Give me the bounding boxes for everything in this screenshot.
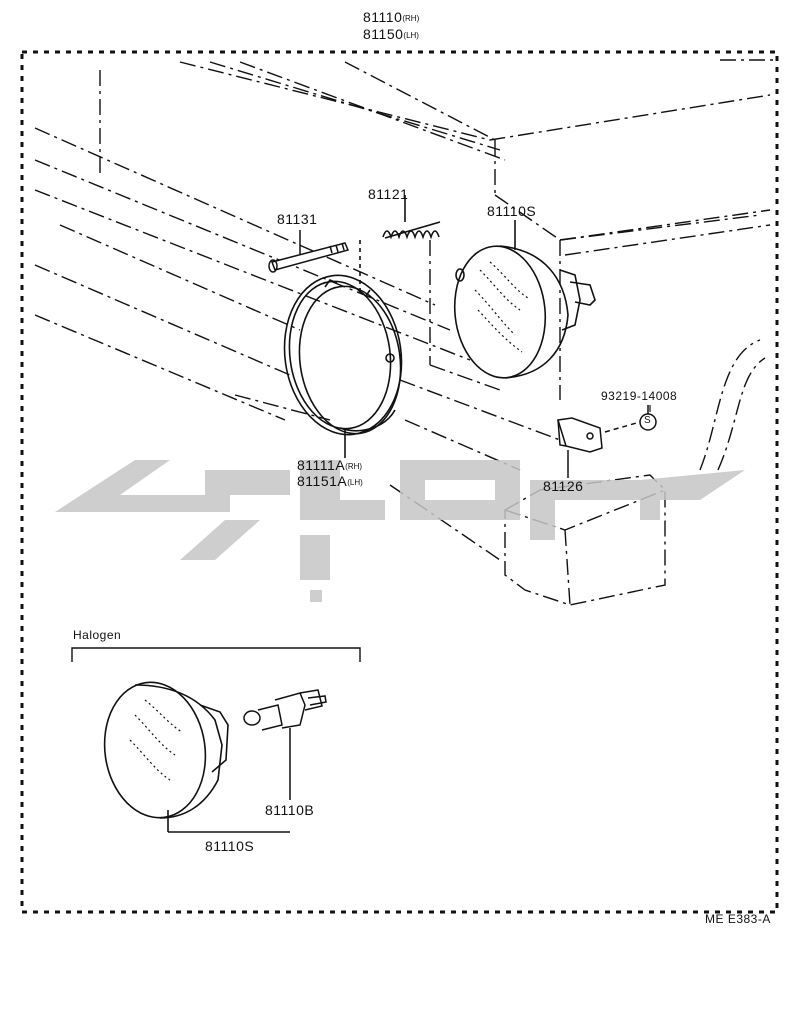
adjusting-screw [268,230,350,273]
halogen-bulb [243,689,327,800]
watermark [55,460,745,602]
label-sealed-beam: 81110S [487,203,537,219]
label-ring-lh-number: 81151A [297,473,348,489]
sealed-beam-headlamp [453,220,596,379]
label-bulb: 81110B [265,802,315,818]
label-spring: 81121 [368,186,409,202]
label-bracket: 81126 [543,478,584,494]
label-ring-rh-number: 81111A [297,457,346,473]
headlamp-ring [283,274,403,458]
adjusting-spring [359,195,441,290]
label-ring-rh-suffix: (RH) [345,462,363,471]
bumper-corner [504,214,766,606]
label-halogen-unit: 81110S [205,838,255,854]
body-panel-lines [34,59,775,561]
label-assembly-rh: 81110(RH) [363,10,419,24]
label-figure-code: ME E383-A [705,912,771,926]
label-nut-part: 93219-14008 [601,389,678,403]
label-ring-lh-suffix: (LH) [347,478,363,487]
label-ring-rh: 81111A(RH) [297,458,362,472]
label-ring-lh: 81151A(LH) [297,474,363,488]
label-halogen-title: Halogen [73,628,122,642]
label-assembly-lh-suffix: (LH) [403,31,419,40]
halogen-headlamp [103,681,290,833]
label-assembly-lh-number: 81150 [363,26,404,42]
bracket-and-nut [557,405,657,478]
label-nut-symbol: S [644,415,652,426]
label-screw: 81131 [277,211,318,227]
label-assembly-rh-number: 81110 [363,9,403,25]
halogen-bracket [71,647,361,662]
label-assembly-rh-suffix: (RH) [402,14,420,23]
diagram-frame [20,50,779,914]
label-assembly-lh: 81150(LH) [363,27,419,41]
